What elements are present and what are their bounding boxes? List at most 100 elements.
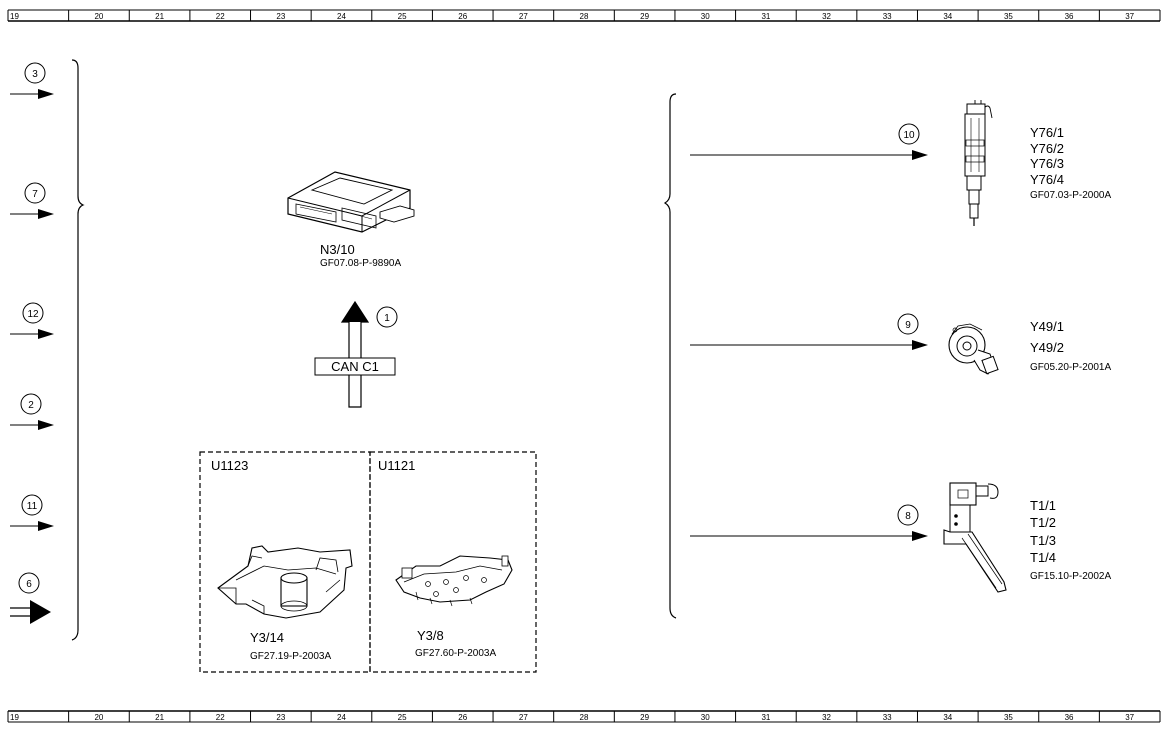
input-number-2: 2 [28,400,34,411]
bottom-ruler-number: 34 [943,713,952,722]
output-code-y49-1: Y49/1 [1030,319,1064,334]
input-number-11: 11 [27,501,38,512]
input-arrowhead-6 [30,600,51,624]
can-label-box [314,357,396,376]
output-number-10: 10 [903,130,915,141]
control-plate-icon [395,555,513,607]
input-arrowhead-2 [38,420,54,430]
module-ref-y3-8: GF27.60-P-2003A [415,648,496,659]
bottom-ruler-number: 27 [519,713,528,722]
bottom-ruler-number: 35 [1004,713,1013,722]
ignition-coil-icon [943,482,1007,593]
input-number-circle-6 [18,572,40,594]
module-box-u1121 [369,451,537,673]
top-ruler-number: 35 [1004,12,1013,21]
bottom-ruler-number: 32 [822,713,831,722]
can-arrow [340,300,370,408]
bottom-ruler: 19 20 21 22 23 24 25 26 27 28 29 30 31 32 33 34 35 36 37 [7,710,1161,723]
top-ruler-number: 30 [701,12,710,21]
output-ref-solenoid: GF05.20-P-2001A [1030,362,1111,373]
bottom-ruler-number: 23 [276,713,285,722]
bottom-ruler-number: 36 [1065,713,1074,722]
output-arrow-10 [690,150,928,160]
top-ruler-number: 33 [883,12,892,21]
output-arrow-9 [690,340,928,350]
top-ruler-number: 20 [94,12,103,21]
top-ruler-number: 29 [640,12,649,21]
top-ruler-number: 32 [822,12,831,21]
output-code-y76-3: Y76/3 [1030,156,1064,171]
input-arrowhead-12 [38,329,54,339]
output-code-t1-3: T1/3 [1030,533,1056,548]
can-label: CAN C1 [331,359,379,374]
output-code-t1-1: T1/1 [1030,498,1056,513]
top-ruler-number: 25 [398,12,407,21]
valve-body-icon [217,545,353,619]
output-code-t1-4: T1/4 [1030,550,1056,565]
bottom-ruler-number: 37 [1125,713,1134,722]
input-number-3: 3 [32,69,38,80]
right-brace [663,93,677,619]
output-arrow-8 [690,531,928,541]
module-title-u1121: U1121 [378,458,415,473]
output-code-y76-4: Y76/4 [1030,172,1064,187]
top-ruler-number: 19 [10,12,19,21]
control-unit-ref: GF07.08-P-9890A [320,258,401,269]
top-ruler-number: 21 [155,12,164,21]
output-code-y76-1: Y76/1 [1030,125,1064,140]
output-code-y76-2: Y76/2 [1030,141,1064,156]
top-ruler-number: 36 [1065,12,1074,21]
bottom-ruler-number: 30 [701,713,710,722]
top-ruler-number: 26 [458,12,467,21]
output-code-t1-2: T1/2 [1030,515,1056,530]
module-ref-y3-14: GF27.19-P-2003A [250,651,331,662]
bottom-ruler-number: 19 [10,713,19,722]
bottom-ruler-number: 31 [761,713,770,722]
bottom-ruler-number: 22 [216,713,225,722]
left-brace [71,59,85,641]
left-inputs: 3 7 12 2 11 6 [10,62,54,624]
top-ruler-number: 34 [943,12,952,21]
input-number-6: 6 [26,579,32,590]
top-ruler-number: 22 [216,12,225,21]
bottom-ruler-number: 26 [458,713,467,722]
can-number-circle [376,306,398,328]
input-number-circle-3 [24,62,46,84]
injector-icon [964,100,993,226]
input-number-12: 12 [27,309,39,320]
input-arrowhead-7 [38,209,54,219]
input-number-circle-11 [21,494,43,516]
output-ref-coil: GF15.10-P-2002A [1030,571,1111,582]
output-number-8: 8 [905,511,911,522]
bottom-ruler-number: 28 [580,713,589,722]
top-ruler-number: 23 [276,12,285,21]
input-arrowhead-3 [38,89,54,99]
output-number-circle-9 [897,313,919,335]
module-title-u1123: U1123 [211,458,248,473]
bottom-ruler-number: 20 [94,713,103,722]
top-ruler-number: 37 [1125,12,1134,21]
bottom-ruler-number: 21 [155,713,164,722]
bottom-ruler-number: 24 [337,713,346,722]
input-number-circle-7 [24,182,46,204]
bottom-ruler-number: 25 [398,713,407,722]
bottom-ruler-number: 29 [640,713,649,722]
module-code-y3-14: Y3/14 [250,630,284,645]
output-ref-injector: GF07.03-P-2000A [1030,190,1111,201]
module-box-u1123 [199,451,371,673]
input-number-circle-12 [22,302,44,324]
bottom-ruler-number: 33 [883,713,892,722]
output-number-circle-10 [898,123,920,145]
output-number-9: 9 [905,320,911,331]
input-arrowhead-11 [38,521,54,531]
output-number-circle-8 [897,504,919,526]
top-ruler-number: 27 [519,12,528,21]
camshaft-solenoid-icon [948,323,999,375]
input-number-circle-2 [20,393,42,415]
module-code-y3-8: Y3/8 [417,628,444,643]
top-ruler-number: 31 [761,12,770,21]
input-number-7: 7 [32,189,38,200]
control-unit-code: N3/10 [320,242,355,257]
top-ruler-number: 24 [337,12,346,21]
